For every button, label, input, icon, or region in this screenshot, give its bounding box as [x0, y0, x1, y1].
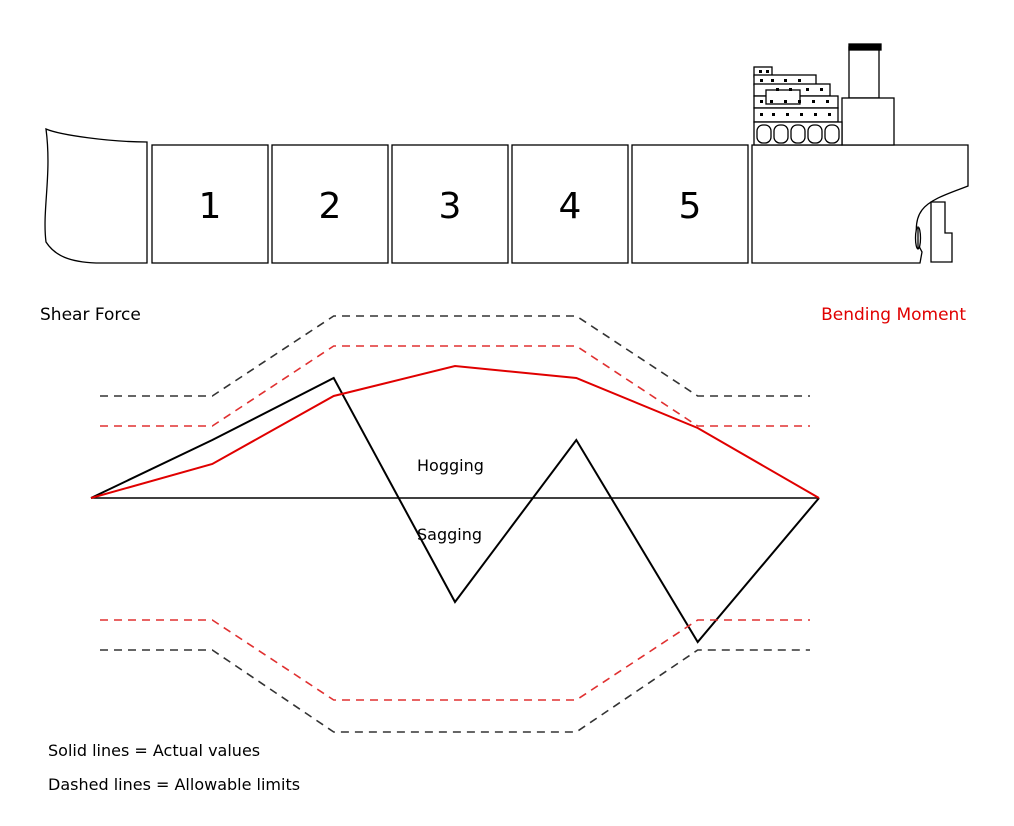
- hold-label-4: 4: [559, 186, 582, 227]
- ship-illustration: [44, 43, 969, 264]
- shear-force-actual-line: [90, 376, 820, 644]
- hold-label-1: 1: [199, 186, 222, 227]
- deckhouse-tier-4: [753, 107, 839, 123]
- legend-dashed: Dashed lines = Allowable limits: [48, 775, 300, 794]
- bending-moment-label: Bending Moment: [821, 305, 966, 325]
- shear-force-limit-line-2: [100, 315, 810, 397]
- hold-box-2: [271, 144, 389, 264]
- rudder: [930, 201, 953, 263]
- bending-moment-limit-line-5: [100, 619, 810, 701]
- hold-label-2: 2: [319, 186, 342, 227]
- chart-lines: [90, 315, 820, 733]
- bridge: [765, 89, 801, 105]
- lifeboats: [756, 124, 840, 144]
- hold-label-5: 5: [679, 186, 702, 227]
- shear-force-limit-line-3: [100, 649, 810, 733]
- ship-bow: [44, 127, 148, 264]
- funnel-top: [848, 43, 882, 51]
- hold-box-4: [511, 144, 629, 264]
- ship-stern: [751, 144, 969, 264]
- hold-box-3: [391, 144, 509, 264]
- bending-moment-limit-line-4: [100, 345, 810, 427]
- hogging-label: Hogging: [417, 456, 484, 475]
- bending-moment-actual-line: [90, 364, 820, 499]
- legend-solid: Solid lines = Actual values: [48, 741, 260, 760]
- propeller-icon: [914, 226, 922, 250]
- sagging-label: Sagging: [417, 525, 482, 544]
- engine-casing: [841, 97, 895, 146]
- deckhouse-windows: [759, 70, 831, 116]
- shear-force-label: Shear Force: [40, 305, 141, 325]
- funnel: [848, 46, 880, 99]
- hold-label-3: 3: [439, 186, 462, 227]
- hold-box-5: [631, 144, 749, 264]
- cargo-holds: [151, 144, 749, 264]
- hold-box-1: [151, 144, 269, 264]
